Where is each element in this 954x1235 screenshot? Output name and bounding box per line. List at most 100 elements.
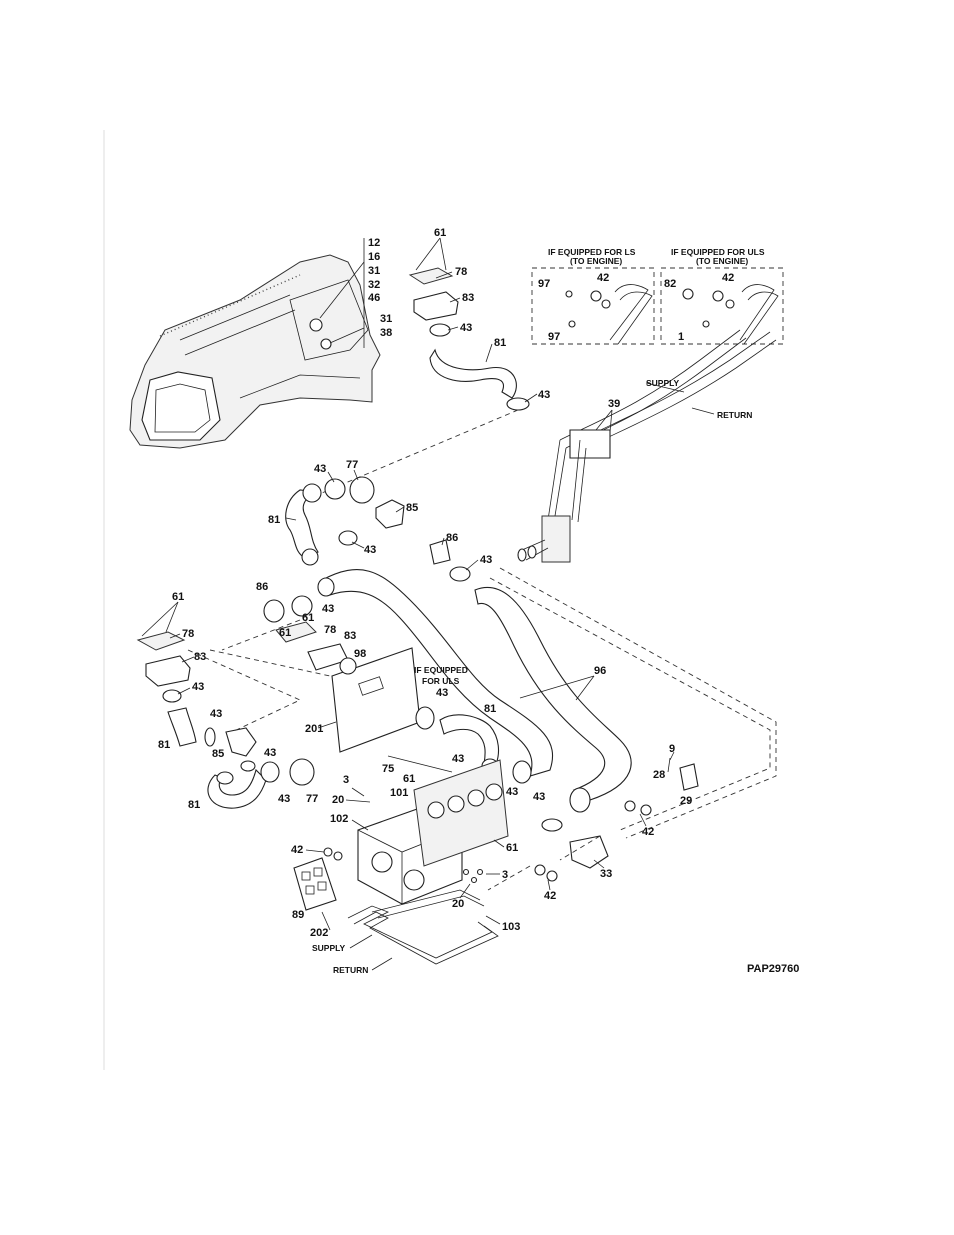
return-label-top: RETURN	[717, 410, 752, 420]
callout-61: 61	[434, 227, 446, 239]
leader-61-top-b	[439, 237, 447, 271]
mid-duct-group	[285, 476, 471, 582]
callout-89: 89	[292, 909, 304, 921]
callout-43: 43	[506, 786, 518, 798]
leader-39-b	[609, 409, 613, 433]
leader-43-c	[327, 471, 335, 483]
leader-39-a	[595, 409, 613, 431]
uls-inset	[660, 267, 784, 345]
leader-61-c	[493, 839, 505, 848]
flow-path-left	[187, 649, 302, 733]
callout-81: 81	[484, 703, 496, 715]
callout-43: 43	[278, 793, 290, 805]
leader-return-bottom	[371, 957, 393, 971]
ls-note-title: IF EQUIPPED FOR LS	[548, 247, 636, 257]
leader-81-top	[485, 343, 493, 363]
callout-75: 75	[382, 763, 394, 775]
leader-61-left-a	[141, 601, 179, 637]
callout-42: 42	[544, 890, 556, 902]
callout-77: 77	[346, 459, 358, 471]
callout-61: 61	[302, 612, 314, 624]
callout-101: 101	[390, 787, 408, 799]
uls-note-subtitle: (TO ENGINE)	[696, 256, 748, 266]
leader-43-e	[465, 559, 479, 571]
callout-85: 85	[212, 748, 224, 760]
left-vent-group	[136, 595, 315, 809]
callout-78: 78	[455, 266, 467, 278]
leader-43-b	[524, 393, 538, 403]
leader-43-d	[351, 541, 365, 549]
leader-3-a	[351, 787, 365, 797]
flow-path	[309, 409, 519, 499]
callout-42: 42	[722, 272, 734, 284]
leader-42-a	[305, 849, 325, 853]
valve-group	[534, 757, 699, 882]
leader-42-b	[639, 813, 647, 827]
callout-20: 20	[452, 898, 464, 910]
callout-42: 42	[291, 844, 303, 856]
leader-42-c	[547, 879, 551, 891]
dashed-routing	[209, 567, 777, 891]
callout-1: 1	[678, 331, 684, 343]
callout-86: 86	[446, 532, 458, 544]
callout-16: 16	[368, 251, 380, 263]
callout-81: 81	[268, 514, 280, 526]
callout-82: 82	[664, 278, 676, 290]
leader-to-gauge	[319, 261, 365, 319]
uls-note-title: IF EQUIPPED FOR ULS	[671, 247, 765, 257]
leader-78-top	[435, 271, 453, 279]
callout-39: 39	[608, 398, 620, 410]
ls-note-subtitle: (TO ENGINE)	[570, 256, 622, 266]
callout-83: 83	[344, 630, 356, 642]
callout-42: 42	[642, 826, 654, 838]
callout-43: 43	[192, 681, 204, 693]
callout-38: 38	[380, 327, 392, 339]
leader-33	[593, 859, 605, 869]
callout-12: 12	[368, 237, 380, 249]
flow-path-left-b	[221, 619, 301, 651]
leader-102	[351, 819, 369, 831]
callout-46: 46	[368, 292, 380, 304]
callout-9: 9	[669, 743, 675, 755]
callout-86: 86	[256, 581, 268, 593]
return-label-bottom: RETURN	[333, 965, 368, 975]
leader-201	[317, 721, 337, 729]
leader-20-b	[459, 883, 471, 899]
callout-78: 78	[182, 628, 194, 640]
callout-61: 61	[279, 627, 291, 639]
callout-81: 81	[494, 337, 506, 349]
callout-20: 20	[332, 794, 344, 806]
uls-note-mid-2: FOR ULS	[422, 676, 460, 686]
callout-33: 33	[600, 868, 612, 880]
callout-98: 98	[354, 648, 366, 660]
leader-43-a	[447, 326, 459, 331]
leader-return-top	[691, 407, 715, 415]
callout-43: 43	[314, 463, 326, 475]
fittings-42-left	[323, 847, 343, 861]
fasteners-bottom	[462, 868, 484, 884]
callout-43: 43	[460, 322, 472, 334]
ls-inset	[531, 267, 655, 345]
callout-102: 102	[330, 813, 348, 825]
callout-3: 3	[343, 774, 349, 786]
callout-77: 77	[306, 793, 318, 805]
leader-supply-top	[645, 382, 685, 393]
top-vent-group	[408, 267, 530, 411]
leader-83-left	[181, 656, 195, 663]
callout-43: 43	[322, 603, 334, 615]
leader-20-a	[345, 799, 371, 803]
leader-9	[669, 751, 675, 761]
clamp-43	[541, 818, 563, 832]
leader-supply-bottom	[349, 934, 373, 949]
leader-83-top	[449, 297, 461, 303]
leader-85-a	[395, 506, 405, 513]
callout-83: 83	[194, 651, 206, 663]
coolant-lines-upper	[517, 329, 777, 563]
leader-61-left-b	[165, 601, 179, 633]
leader-78-left	[169, 633, 181, 639]
long-hoses	[317, 569, 632, 813]
callout-202: 202	[310, 927, 328, 939]
callout-201: 201	[305, 723, 323, 735]
callout-78: 78	[324, 624, 336, 636]
